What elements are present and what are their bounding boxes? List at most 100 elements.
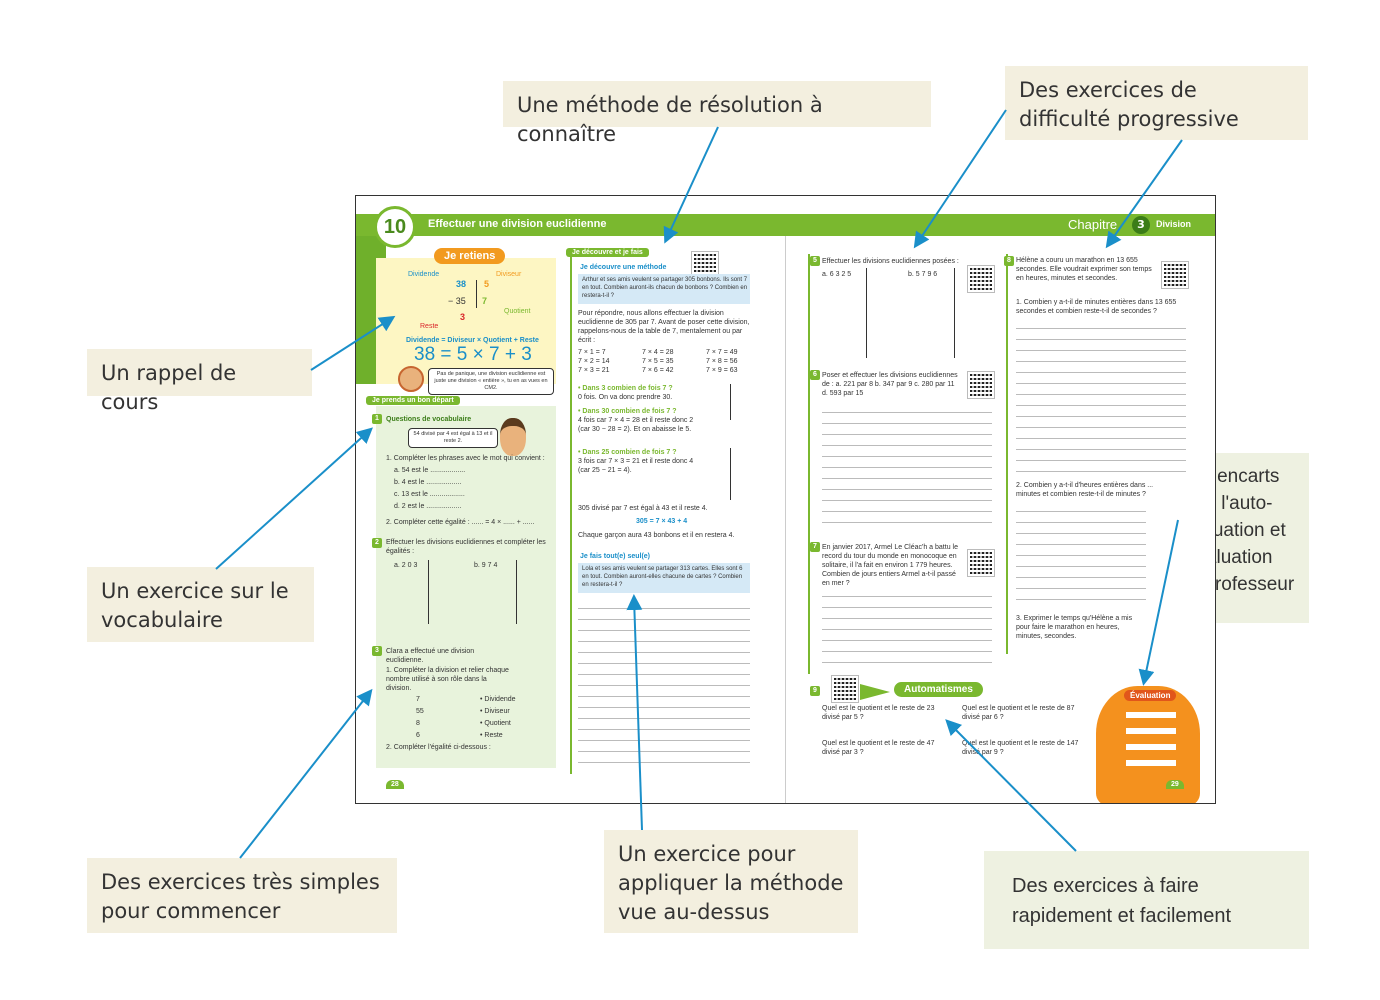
- page-divider: [785, 236, 786, 803]
- page-number-right: 29: [1166, 780, 1184, 789]
- pour-repondre: Pour répondre, nous allons effectuer la …: [578, 310, 750, 344]
- ex3-role-quotient: • Quotient: [480, 720, 511, 727]
- callout-simples: Des exercices très simples pour commence…: [87, 858, 397, 933]
- conclusion: Chaque garçon aura 43 bonbons et il en r…: [578, 532, 735, 539]
- lesson-number-badge: 10: [374, 206, 416, 248]
- ex1-q2: 2. Compléter cette égalité : ...... = 4 …: [386, 519, 535, 526]
- auto-c: Quel est le quotient et le reste de 87 d…: [962, 705, 1075, 721]
- boy-avatar: [500, 418, 526, 456]
- callout-appliquer-text: Un exercice pour appliquer la méthode vu…: [618, 842, 844, 924]
- ex3-title: Clara a effectué une division euclidienn…: [386, 648, 475, 664]
- table7-4: 7 × 4 = 28: [642, 349, 674, 356]
- problem2-text: Lola et ses amis veulent se partager 313…: [582, 566, 743, 588]
- je-fais-seul: Je fais tout(e) seul(e): [580, 553, 651, 560]
- ex8-qr-icon[interactable]: [1161, 261, 1189, 289]
- callout-methode-text: Une méthode de résolution à connaître: [517, 93, 823, 146]
- ex8-title: Hélène a couru un marathon en 13 655 sec…: [1016, 257, 1152, 282]
- auto-a: Quel est le quotient et le reste de 23 d…: [822, 705, 935, 721]
- arrow-vocabulaire: [215, 427, 373, 570]
- ex1-item-a: a. 54 est le ..................: [394, 467, 466, 474]
- ex6-number: 6: [810, 370, 820, 380]
- ex5-number: 5: [810, 256, 820, 266]
- middle-rule: [570, 254, 572, 774]
- callout-appliquer: Un exercice pour appliquer la méthode vu…: [604, 830, 858, 933]
- ex1-item-d: d. 2 est le ..................: [394, 503, 462, 510]
- auto-b: Quel est le quotient et le reste de 47 d…: [822, 740, 935, 756]
- decouvre-label: Je découvre et je fais: [566, 248, 649, 257]
- evaluation-checkboxes[interactable]: [1126, 706, 1176, 770]
- step3: • Dans 25 combien de fois 7 ?: [578, 449, 677, 456]
- problem2-box: [578, 563, 750, 593]
- book-spread: 10 Effectuer une division euclidienne Ch…: [355, 195, 1216, 804]
- step1: • Dans 3 combien de fois 7 ?: [578, 385, 673, 392]
- chapter-name: Division: [1156, 219, 1192, 229]
- callout-methode: Une méthode de résolution à connaître: [503, 81, 931, 146]
- step2: • Dans 30 combien de fois 7 ?: [578, 408, 677, 415]
- bon-depart-label: Je prends un bon départ: [366, 396, 460, 405]
- ex3-q1: 1. Compléter la division et relier chaqu…: [386, 667, 509, 692]
- ex5-qr-icon[interactable]: [967, 265, 995, 293]
- quotient-label: Quotient: [504, 308, 531, 315]
- division-5: 5: [484, 279, 490, 289]
- diviseur-label: Diviseur: [496, 271, 522, 278]
- decouvre-methode: Je découvre une méthode: [580, 264, 667, 271]
- ex3-num-7: 7: [416, 696, 420, 703]
- ex7-qr-icon[interactable]: [967, 549, 995, 577]
- ex5-b: b. 5 7 9 6: [908, 271, 938, 278]
- bon-depart-panel: [376, 406, 556, 768]
- ex8-q1: 1. Combien y a-t-il de minutes entières …: [1016, 299, 1177, 315]
- automatismes-arrow-icon: [860, 684, 890, 700]
- ex5-rule: [808, 254, 810, 674]
- answer-lines-middle: [578, 598, 750, 770]
- table7-8: 7 × 8 = 56: [706, 358, 738, 365]
- division-3: 3: [460, 312, 466, 322]
- table7-3: 7 × 3 = 21: [578, 367, 610, 374]
- callout-rappel: Un rappel de cours: [87, 349, 312, 414]
- table7-1: 7 × 1 = 7: [578, 349, 606, 356]
- division-7: 7: [482, 296, 488, 306]
- ex3-role-dividende: • Dividende: [480, 696, 516, 703]
- reste-label: Reste: [420, 323, 439, 330]
- callout-rapides-text: Des exercices à faire rapidement et faci…: [1012, 875, 1232, 927]
- ex3-role-diviseur: • Diviseur: [480, 708, 510, 715]
- ex2-a-bar: [428, 560, 429, 624]
- panique-bubble: Pas de panique, une division euclidienne…: [428, 368, 554, 395]
- ex3-q2: 2. Compléter l'égalité ci-dessous :: [386, 744, 491, 751]
- answer-lines-ex6: [822, 402, 992, 532]
- callout-difficulte: Des exercices de difficulté progressive: [1005, 66, 1308, 140]
- auto-qr-icon[interactable]: [831, 675, 859, 703]
- problem1-text: Arthur et ses amis veulent se partager 3…: [582, 277, 748, 299]
- ex3-number: 3: [372, 646, 382, 656]
- step1b: 0 fois. On va donc prendre 30.: [578, 394, 673, 401]
- callout-simples-text: Des exercices très simples pour commence…: [101, 870, 380, 923]
- callout-rapides: Des exercices à faire rapidement et faci…: [984, 851, 1309, 949]
- table7-6: 7 × 6 = 42: [642, 367, 674, 374]
- ex1-number: 1: [372, 414, 382, 424]
- girl-avatar: [398, 366, 424, 392]
- chapter-number: 3: [1132, 216, 1150, 234]
- ex8-q3: 3. Exprimer le temps qu'Hélène a mis pou…: [1016, 615, 1133, 640]
- ex5-a: a. 6 3 2 5: [822, 271, 852, 278]
- callout-vocabulaire-text: Un exercice sur le vocabulaire: [101, 579, 289, 632]
- ex1-item-b: b. 4 est le ..................: [394, 479, 462, 486]
- ex6-title: Poser et effectuer les divisions euclidi…: [822, 372, 958, 397]
- automatismes-label: Automatismes: [894, 682, 983, 697]
- ex3-role-reste: • Reste: [480, 732, 503, 739]
- result-eq: 305 = 7 × 43 + 4: [636, 518, 688, 525]
- ex8-q2: 2. Combien y a-t-il d'heures entières da…: [1016, 482, 1154, 498]
- ex1-q1: 1. Compléter les phrases avec le mot qui…: [386, 455, 545, 462]
- ex1-bubble: 54 divisé par 4 est égal à 13 et il rest…: [408, 428, 498, 448]
- ex7-title: En janvier 2017, Armel Le Cléac'h a batt…: [822, 544, 958, 587]
- dividende-label: Dividende: [408, 271, 440, 278]
- ex6-qr-icon[interactable]: [967, 371, 995, 399]
- arrow-simples: [239, 688, 373, 859]
- problem1-box: [578, 274, 750, 304]
- division-35: − 35: [448, 296, 466, 306]
- je-retiens-panel: [376, 258, 556, 384]
- ex5-b-bar: [954, 268, 955, 358]
- auto-d: Quel est le quotient et le reste de 147 …: [962, 740, 1079, 756]
- ex7-number: 7: [810, 542, 820, 552]
- page-number-left: 28: [386, 780, 404, 789]
- table7-5: 7 × 5 = 35: [642, 358, 674, 365]
- table7-2: 7 × 2 = 14: [578, 358, 610, 365]
